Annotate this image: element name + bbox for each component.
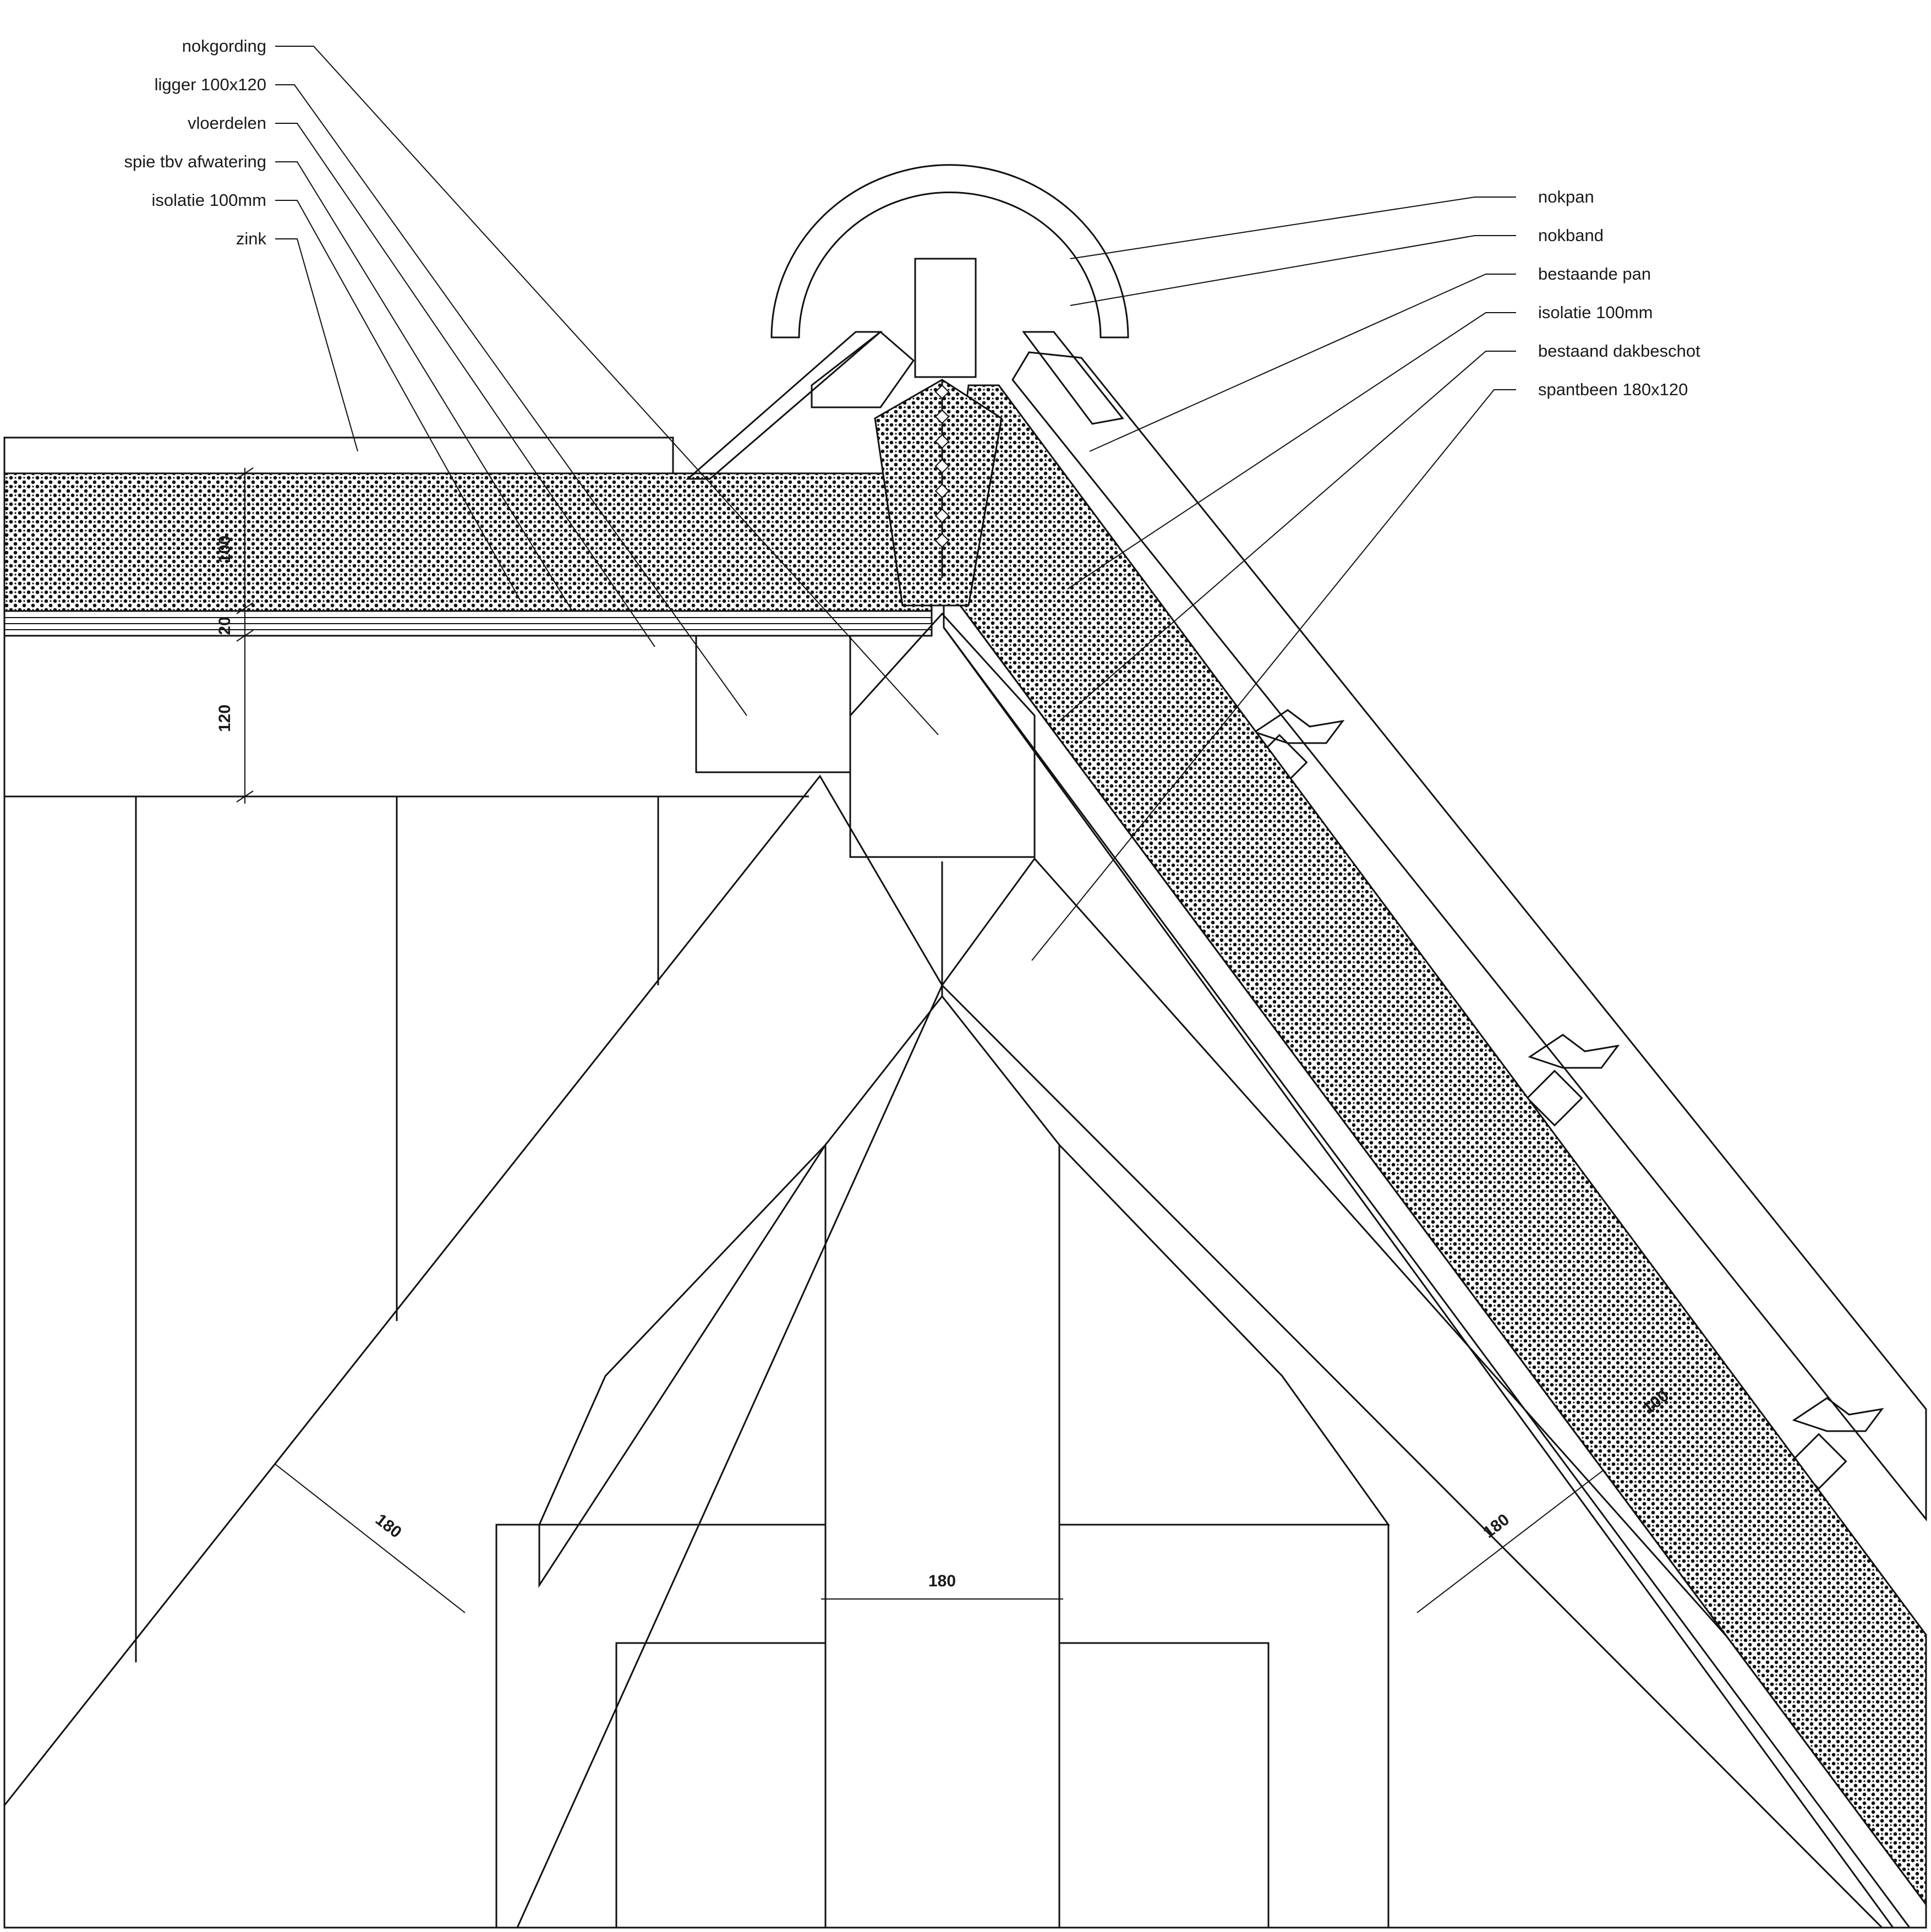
dimension-lines: [236, 467, 1605, 1613]
label-spantbeen: spantbeen 180x120: [1538, 380, 1688, 399]
label-bestaande-pan: bestaande pan: [1538, 264, 1651, 283]
roof-boarding: [943, 581, 1927, 1929]
label-ligger: ligger 100x120: [155, 75, 266, 94]
label-isolatie-right: isolatie 100mm: [1538, 303, 1653, 322]
ridge-purlin: [849, 612, 1036, 858]
dim-floor-boards: 20: [216, 616, 234, 635]
label-spie: spie tbv afwatering: [124, 152, 266, 171]
king-post: [824, 995, 1060, 1929]
frame-structure: [3, 774, 1927, 1929]
label-vloerdelen: vloerdelen: [188, 113, 266, 133]
roof-tiles: [1011, 351, 1927, 1522]
lower-right-block: [1058, 1524, 1390, 1929]
ridge-batten: [914, 258, 977, 378]
floor-insulation: [3, 472, 933, 612]
labels-left: nokgording ligger 100x120 vloerdelen spi…: [124, 36, 267, 248]
lower-left-block: [495, 1524, 827, 1929]
left-rafter: [3, 774, 943, 1929]
dim-left-rafter: 180: [372, 1510, 405, 1542]
floor-buildup: [3, 436, 933, 798]
dim-king-post: 180: [928, 1572, 956, 1590]
roof-insulation: [943, 384, 1927, 1907]
roof-buildup: [943, 351, 1927, 1929]
label-isolatie-left: isolatie 100mm: [152, 190, 266, 210]
dim-beam-height: 120: [216, 705, 234, 732]
label-nokband: nokband: [1538, 226, 1604, 245]
labels-right: nokpan nokband bestaande pan isolatie 10…: [1538, 187, 1700, 399]
dim-floor-insulation: 100: [216, 536, 234, 563]
leader-lines: [275, 46, 1516, 961]
label-zink: zink: [236, 229, 267, 248]
dim-right-rafter: 180: [1480, 1510, 1513, 1542]
floor-beam: [695, 635, 851, 773]
label-dakbeschot: bestaand dakbeschot: [1538, 341, 1700, 361]
label-nokpan: nokpan: [1538, 187, 1594, 206]
ridge: [686, 163, 1129, 858]
ridge-cap: [770, 163, 1129, 339]
label-nokgording: nokgording: [182, 36, 266, 56]
